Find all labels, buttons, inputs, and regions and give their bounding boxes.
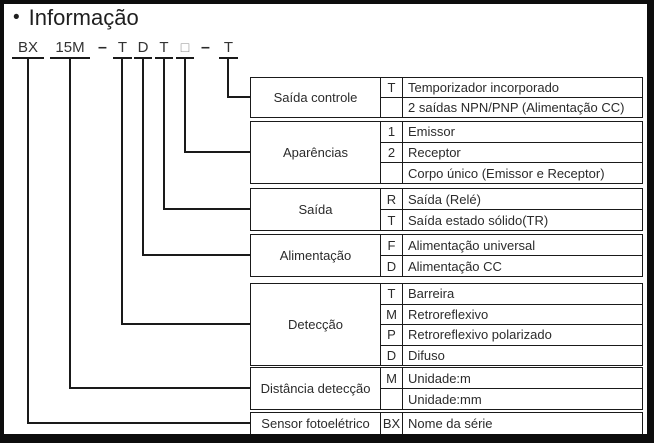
table-row: M Retroreflexivo: [381, 303, 642, 324]
table-row: F Alimentação universal: [381, 235, 642, 255]
desc-cell: Retroreflexivo polarizado: [408, 327, 552, 343]
code-cell: D: [381, 345, 403, 365]
table-row: P Retroreflexivo polarizado: [381, 324, 642, 345]
table-row: T Temporizador incorporado: [381, 78, 642, 97]
desc-cell: Emissor: [408, 124, 455, 140]
table-rows: R Saída (Relé) T Saída estado sólido(TR): [381, 189, 642, 230]
connector-line-vertical: [142, 57, 144, 256]
code-cell: 1: [381, 122, 403, 142]
desc-cell: Nome da série: [408, 416, 493, 431]
bullet-icon: •: [13, 7, 20, 28]
table-row: M Unidade:m: [381, 368, 642, 388]
code-cell: P: [381, 325, 403, 345]
code-segment-t: T: [117, 39, 128, 56]
desc-cell: Receptor: [408, 145, 461, 160]
desc-cell: Alimentação CC: [408, 258, 502, 274]
table-row: D Alimentação CC: [381, 255, 642, 276]
connector-line-horizontal: [142, 254, 250, 256]
desc-cell: Barreira: [408, 286, 455, 302]
connector-line-vertical: [69, 57, 71, 389]
connector-line-vertical: [227, 57, 229, 98]
desc-cell: Corpo único (Emissor e Receptor): [408, 165, 605, 181]
code-cell: M: [381, 304, 403, 324]
code-cell: 2: [381, 142, 403, 163]
table-row: BX Nome da série: [381, 413, 642, 434]
connector-line-horizontal: [27, 422, 250, 424]
table-row: T Saída estado sólido(TR): [381, 209, 642, 230]
table-label: Alimentação: [251, 235, 381, 276]
section-title-text: Informação: [28, 5, 139, 30]
table-label: Aparências: [251, 122, 381, 183]
connector-line-horizontal: [227, 96, 250, 98]
code-segment-dash: –: [98, 39, 107, 56]
code-segment-t: T: [223, 39, 234, 56]
code-cell: [381, 163, 403, 184]
desc-cell: Saída (Relé): [408, 191, 481, 207]
table-row: D Difuso: [381, 344, 642, 365]
table-rows: BX Nome da série: [381, 413, 642, 434]
desc-cell: Saída estado sólido(TR): [408, 212, 549, 228]
code-cell: F: [381, 235, 403, 255]
table-row: T Barreira: [381, 284, 642, 304]
connector-line-horizontal: [163, 208, 250, 210]
code-cell: [381, 98, 403, 117]
code-cell: BX: [381, 413, 403, 434]
connector-line-vertical: [184, 57, 186, 153]
table-label: Distância detecção: [251, 368, 381, 409]
table-label: Saída controle: [251, 78, 381, 117]
connector-line-horizontal: [69, 387, 250, 389]
connector-line-vertical: [163, 57, 165, 210]
code-segment-bx: BX: [17, 39, 38, 56]
code-cell: T: [381, 210, 403, 230]
code-cell: R: [381, 189, 403, 209]
code-segment-dash: –: [201, 39, 210, 56]
table-row: R Saída (Relé): [381, 189, 642, 209]
code-segment-square: □: [180, 39, 190, 55]
connector-line-vertical: [27, 57, 29, 424]
desc-cell: Alimentação universal: [408, 237, 536, 253]
table-row: Corpo único (Emissor e Receptor): [381, 162, 642, 184]
code-cell: T: [381, 78, 403, 97]
section-title: • Informação: [13, 5, 139, 31]
table-rows: T Temporizador incorporado 2 saídas NPN/PN…: [381, 78, 642, 117]
code-cell: T: [381, 284, 403, 304]
table-row: 2 Receptor: [381, 141, 642, 163]
code-cell: M: [381, 368, 403, 388]
table-row: 2 saídas NPN/PNP (Alimentação CC): [381, 97, 642, 117]
code-segment-d: D: [137, 39, 149, 56]
connector-line-horizontal: [121, 323, 250, 325]
table-label: Saída: [251, 189, 381, 230]
desc-cell: Temporizador incorporado: [408, 80, 560, 95]
connector-line-vertical: [121, 57, 123, 325]
code-cell: [381, 389, 403, 409]
desc-cell: Unidade:mm: [408, 391, 482, 407]
code-segment-t: T: [159, 39, 169, 56]
desc-cell: Unidade:m: [408, 370, 471, 386]
code-segment-15m: 15M: [55, 39, 85, 56]
connector-line-horizontal: [184, 151, 250, 153]
desc-cell: Retroreflexivo: [408, 306, 489, 322]
table-label: Detecção: [251, 284, 381, 365]
desc-cell: Difuso: [408, 347, 445, 363]
desc-cell: 2 saídas NPN/PNP (Alimentação CC): [408, 100, 625, 115]
code-cell: D: [381, 256, 403, 276]
table-row: 1 Emissor: [381, 122, 642, 142]
table-label: Sensor fotoelétrico: [251, 413, 381, 434]
table-row: Unidade:mm: [381, 388, 642, 409]
